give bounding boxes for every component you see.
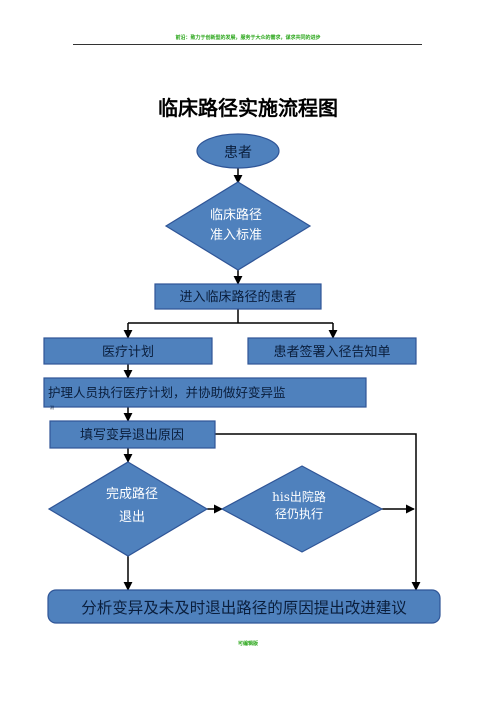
node-plan-label: 医疗计划 (102, 345, 154, 360)
node-criteria-label-1: 临床路径 (210, 207, 262, 223)
node-nursing-overflow: 测 (50, 404, 54, 410)
node-enter (154, 283, 322, 310)
node-exit-reason-label: 填写变异退出原因 (80, 427, 184, 443)
page-title: 临床路径实施流程图 (158, 96, 338, 120)
node-plan (43, 337, 213, 365)
node-patient-label: 患者 (224, 145, 252, 161)
header-divider (73, 44, 422, 45)
node-nursing-label: 护理人员执行医疗计划，并协助做好变异监 (48, 385, 286, 400)
node-his (220, 465, 384, 553)
arrow-exit-to-analyze (215, 433, 421, 591)
node-complete-label-1: 完成路径 (106, 486, 158, 502)
node-analyze-label: 分析变异及未及时退出路径的原因提出改进建议 (81, 599, 407, 617)
node-nursing (43, 377, 367, 408)
node-his-label-1: his出院路 (272, 489, 326, 504)
node-his-label-2: 径仍执行 (275, 507, 323, 521)
node-exit-reason (49, 420, 216, 449)
node-consent-label: 患者签署入径告知单 (273, 344, 390, 360)
footer-text: 可编辑版 (237, 641, 258, 647)
node-complete-label-2: 退出 (119, 510, 145, 525)
node-criteria (164, 181, 312, 271)
node-analyze (47, 589, 441, 624)
node-complete (47, 461, 209, 557)
node-consent (247, 337, 417, 365)
node-enter-label: 进入临床路径的患者 (179, 289, 296, 305)
node-criteria-label-2: 准入标准 (210, 228, 262, 243)
header-text: 前沿：致力于创新型的发展，服务于大众的需求，谋求共同的进步 (175, 35, 321, 41)
node-patient (196, 133, 280, 169)
